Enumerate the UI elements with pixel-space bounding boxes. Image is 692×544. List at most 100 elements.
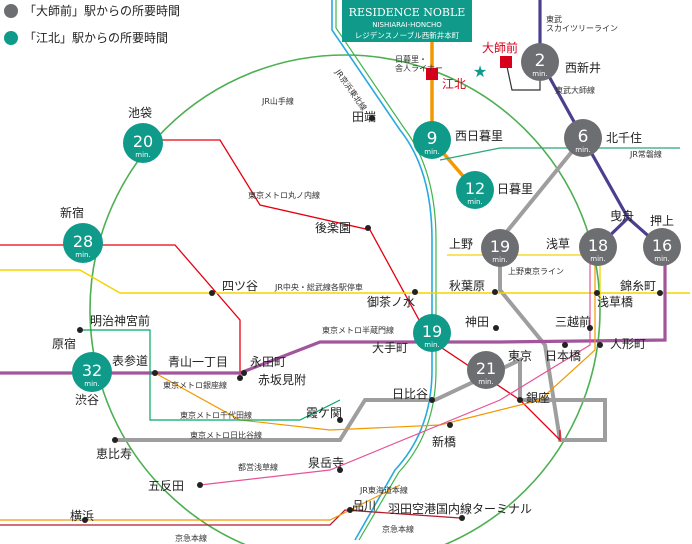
jr-joban-line (439, 147, 680, 161)
station-haneda: 羽田空港国内線ターミナル (388, 501, 532, 516)
station-meijijingumae: 明治神宮前 (90, 313, 150, 328)
station-akihabara: 秋葉原 (449, 279, 485, 293)
jr-yamanote-line (89, 54, 601, 544)
station-nihombashi: 日本橋 (545, 349, 581, 363)
svg-text:20: 20 (133, 132, 153, 151)
line-tobu-daishi: 東武大師線 (555, 85, 595, 95)
svg-text:min.: min. (492, 256, 507, 264)
legend-kohoku: 「江北」駅からの所要時間 (24, 31, 168, 45)
svg-text:21: 21 (476, 359, 496, 378)
time-circle-ueno: 19 min. (481, 229, 519, 267)
station-shimbashi: 新橋 (432, 434, 456, 449)
station-kasumigaseki: 霞ケ関 (306, 406, 342, 420)
brand-sub: NISHIARAI-HONCHO (372, 21, 442, 29)
station-ikebukuro: 池袋 (128, 106, 152, 120)
station-korakuen: 後楽園 (315, 221, 351, 235)
time-circle-otemachi: 19 min. (413, 314, 451, 352)
station-hikifune: 曳舟 (610, 209, 634, 223)
tokaido-line (0, 484, 401, 521)
line-hanzomon: 東京メトロ半蔵門線 (322, 325, 394, 335)
time-circle-nishiarai: 2 min. (521, 43, 559, 81)
station-oshiage: 押上 (650, 214, 674, 228)
svg-text:min.: min. (532, 70, 547, 78)
svg-text:min.: min. (467, 198, 482, 206)
line-jr-yamanote: JR山手線 (261, 96, 294, 106)
station-asakusa: 浅草 (546, 237, 570, 251)
station-kinshicho: 錦糸町 (620, 278, 656, 293)
legend-teal-dot (4, 31, 18, 45)
line-jr-keihin: JR京浜東北線 (333, 67, 369, 113)
brand-jp: レジデンスノーブル西新井本町 (355, 30, 460, 40)
svg-text:6: 6 (578, 127, 589, 147)
line-chiyoda: 東京メトロ千代田線 (180, 410, 252, 420)
station-gotanda: 五反田 (148, 479, 184, 493)
station-ueno: 上野 (449, 237, 473, 251)
time-circle-shibuya: 32 min. (72, 352, 112, 392)
time-circle-kitasenju: 6 min. (564, 119, 602, 157)
station-labels: 西新井 北千住 曳舟 押上 西日暮里 日暮里 池袋 田端 新宿 後楽園 上野 浅… (52, 60, 674, 523)
svg-text:32: 32 (82, 361, 102, 380)
line-chuo-sobu: JR中央・総武線各駅停車 (274, 282, 363, 292)
station-kitasenju: 北千住 (606, 131, 642, 145)
station-nishiarai: 西新井 (565, 60, 601, 75)
station-yokohama: 横浜 (70, 509, 94, 523)
station-harajuku: 原宿 (52, 336, 76, 351)
time-circle-nishinippori: 9 min. (413, 121, 451, 159)
svg-text:19: 19 (490, 237, 510, 256)
line-hibiya: 東京メトロ日比谷線 (190, 430, 262, 440)
station-nishinippori: 西日暮里 (455, 129, 503, 143)
chiyoda-line (80, 329, 341, 421)
line-marunouchi: 東京メトロ丸ノ内線 (248, 190, 320, 200)
station-dots (77, 115, 663, 523)
daishimae-marker (500, 56, 512, 68)
asakusa-line (199, 260, 591, 486)
svg-text:min.: min. (424, 341, 439, 349)
line-jr-joban: JR常磐線 (629, 149, 662, 159)
svg-text:min.: min. (575, 146, 590, 154)
station-shinjuku: 新宿 (60, 205, 84, 220)
hibiya-line (115, 136, 607, 442)
line-ueno-tokyo: 上野東京ライン (508, 266, 564, 276)
station-nagatacho: 永田町 (250, 355, 286, 369)
time-circle-oshiage: 16 min. (643, 228, 681, 266)
time-circle-nippori: 12 min. (456, 171, 494, 209)
svg-text:18: 18 (588, 236, 608, 255)
station-ginza: 銀座 (526, 390, 550, 405)
brand-logo-box (342, 0, 472, 42)
station-shibuya: 渋谷 (75, 393, 99, 407)
svg-text:9: 9 (427, 129, 438, 149)
station-asakusabashi: 浅草橋 (597, 295, 633, 309)
station-nippori: 日暮里 (497, 182, 533, 196)
svg-text:min.: min. (654, 255, 669, 263)
line-keikyu: 京急本線 (175, 533, 207, 543)
station-ochanomizu: 御茶ノ水 (367, 294, 415, 309)
legend-daishimae: 「大師前」駅からの所要時間 (24, 3, 180, 18)
tobu-skytree-line (538, 0, 664, 250)
station-yotsuya: 四ツ谷 (222, 279, 258, 293)
station-hibiya: 日比谷 (392, 387, 428, 401)
time-circle-shinjuku: 28 min. (63, 223, 103, 263)
marunouchi-line (140, 139, 561, 442)
line-keikyu-2: 京急本線 (382, 524, 414, 534)
station-ningyocho: 人形町 (610, 337, 646, 351)
keikyu-line (0, 509, 461, 526)
time-circle-tokyo: 21 min. (467, 351, 505, 389)
svg-text:12: 12 (465, 179, 485, 198)
station-aoyama: 青山一丁目 (168, 355, 228, 369)
svg-text:min.: min. (75, 251, 90, 259)
station-otemachi: 大手町 (372, 341, 408, 355)
station-omotesando: 表参道 (112, 353, 148, 368)
svg-text:min.: min. (424, 148, 439, 156)
line-ginza: 東京メトロ銀座線 (163, 380, 227, 390)
line-tokaido: JR東海道本線 (359, 485, 408, 495)
time-circle-hikifune: 18 min. (579, 228, 617, 266)
station-sengakuji: 泉岳寺 (308, 456, 344, 470)
station-tabata: 田端 (352, 110, 376, 124)
station-kohoku: 江北 (442, 77, 466, 91)
station-kanda: 神田 (465, 315, 489, 329)
kohoku-marker (426, 68, 438, 80)
legend-gray-dot (4, 4, 18, 18)
property-star-icon: ★ (473, 62, 487, 81)
